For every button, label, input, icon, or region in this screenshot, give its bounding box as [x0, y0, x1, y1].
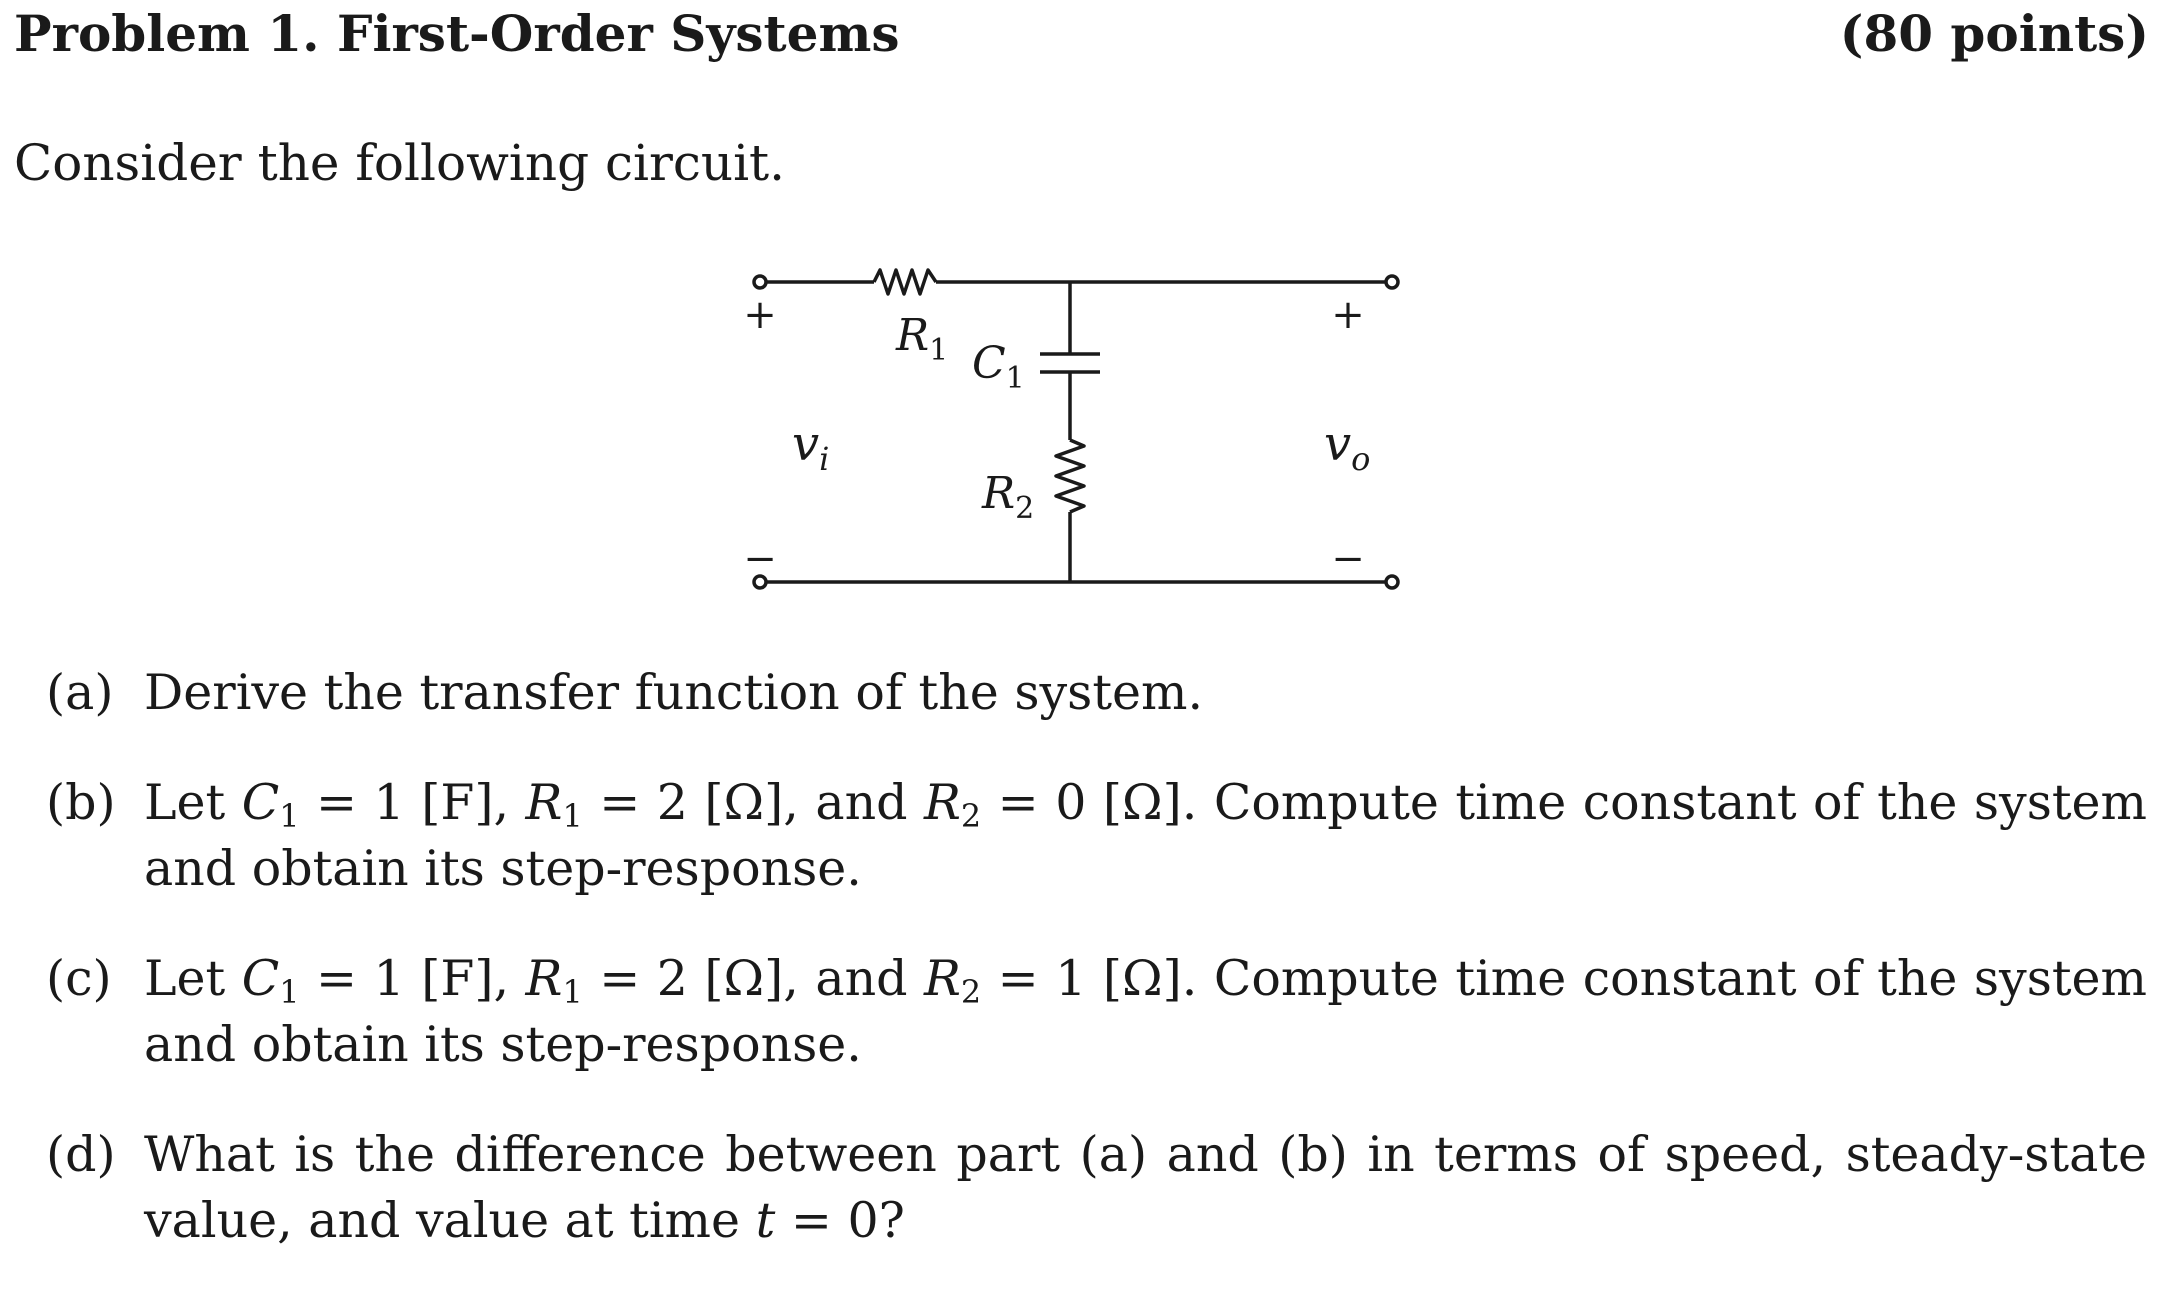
intro-text: Consider the following circuit.	[14, 134, 786, 192]
question-text: Let C1 = 1 [F], R1 = 2 [Ω], and R2 = 1 […	[144, 950, 2148, 1073]
input-voltage-label: vi	[792, 416, 829, 478]
output-top-terminal	[1384, 274, 1400, 290]
question-label: (b)	[46, 774, 116, 831]
question-text: Let C1 = 1 [F], R1 = 2 [Ω], and R2 = 0 […	[144, 774, 2148, 897]
question-list: (a) Derive the transfer function of the …	[46, 660, 2147, 1298]
problem-header: Problem 1. First-Order Systems (80 point…	[14, 0, 2149, 70]
resistor-r1	[872, 268, 938, 296]
resistor-r2	[1054, 438, 1086, 514]
question-label: (d)	[46, 1126, 116, 1183]
question-d: (d) What is the difference between part …	[46, 1122, 2147, 1254]
input-top-terminal	[752, 274, 768, 290]
output-bottom-terminal	[1384, 574, 1400, 590]
input-plus-sign: +	[743, 292, 777, 338]
r1-label: R1	[895, 310, 948, 368]
question-label: (a)	[46, 664, 114, 721]
circuit-diagram: + − vi + − vo R1 C1 R2	[740, 250, 1400, 610]
problem-points: (80 points)	[1839, 4, 2149, 63]
output-voltage-label: vo	[1324, 416, 1370, 478]
output-plus-sign: +	[1331, 292, 1365, 338]
input-minus-sign: −	[743, 536, 777, 582]
circuit-svg: + − vi + − vo R1 C1 R2	[743, 268, 1400, 590]
c1-label: C1	[972, 338, 1025, 396]
question-text: Derive the transfer function of the syst…	[144, 664, 1204, 721]
question-c: (c) Let C1 = 1 [F], R1 = 2 [Ω], and R2 =…	[46, 946, 2147, 1078]
output-minus-sign: −	[1331, 536, 1365, 582]
question-text: What is the difference between part (a) …	[144, 1126, 2147, 1249]
question-label: (c)	[46, 950, 112, 1007]
problem-title: Problem 1. First-Order Systems	[14, 4, 900, 63]
r2-label: R2	[981, 468, 1034, 526]
question-b: (b) Let C1 = 1 [F], R1 = 2 [Ω], and R2 =…	[46, 770, 2147, 902]
question-a: (a) Derive the transfer function of the …	[46, 660, 2147, 726]
